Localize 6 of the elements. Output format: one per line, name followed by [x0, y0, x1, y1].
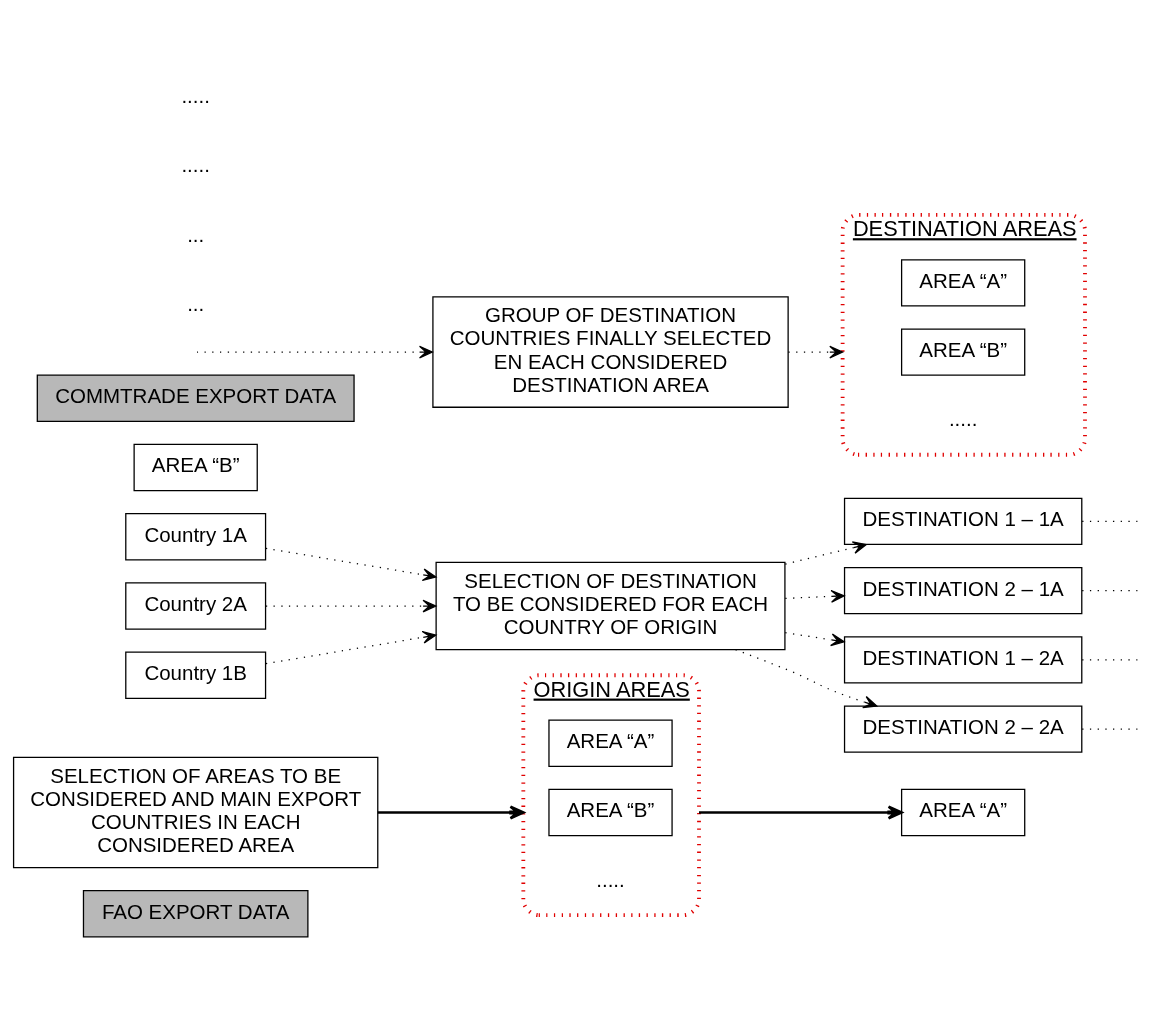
label: .....	[181, 152, 210, 176]
label: .....	[948, 406, 978, 430]
label: .....	[596, 867, 625, 891]
label: .....	[181, 83, 210, 107]
label: ...	[187, 222, 205, 246]
label: ...	[187, 291, 205, 315]
